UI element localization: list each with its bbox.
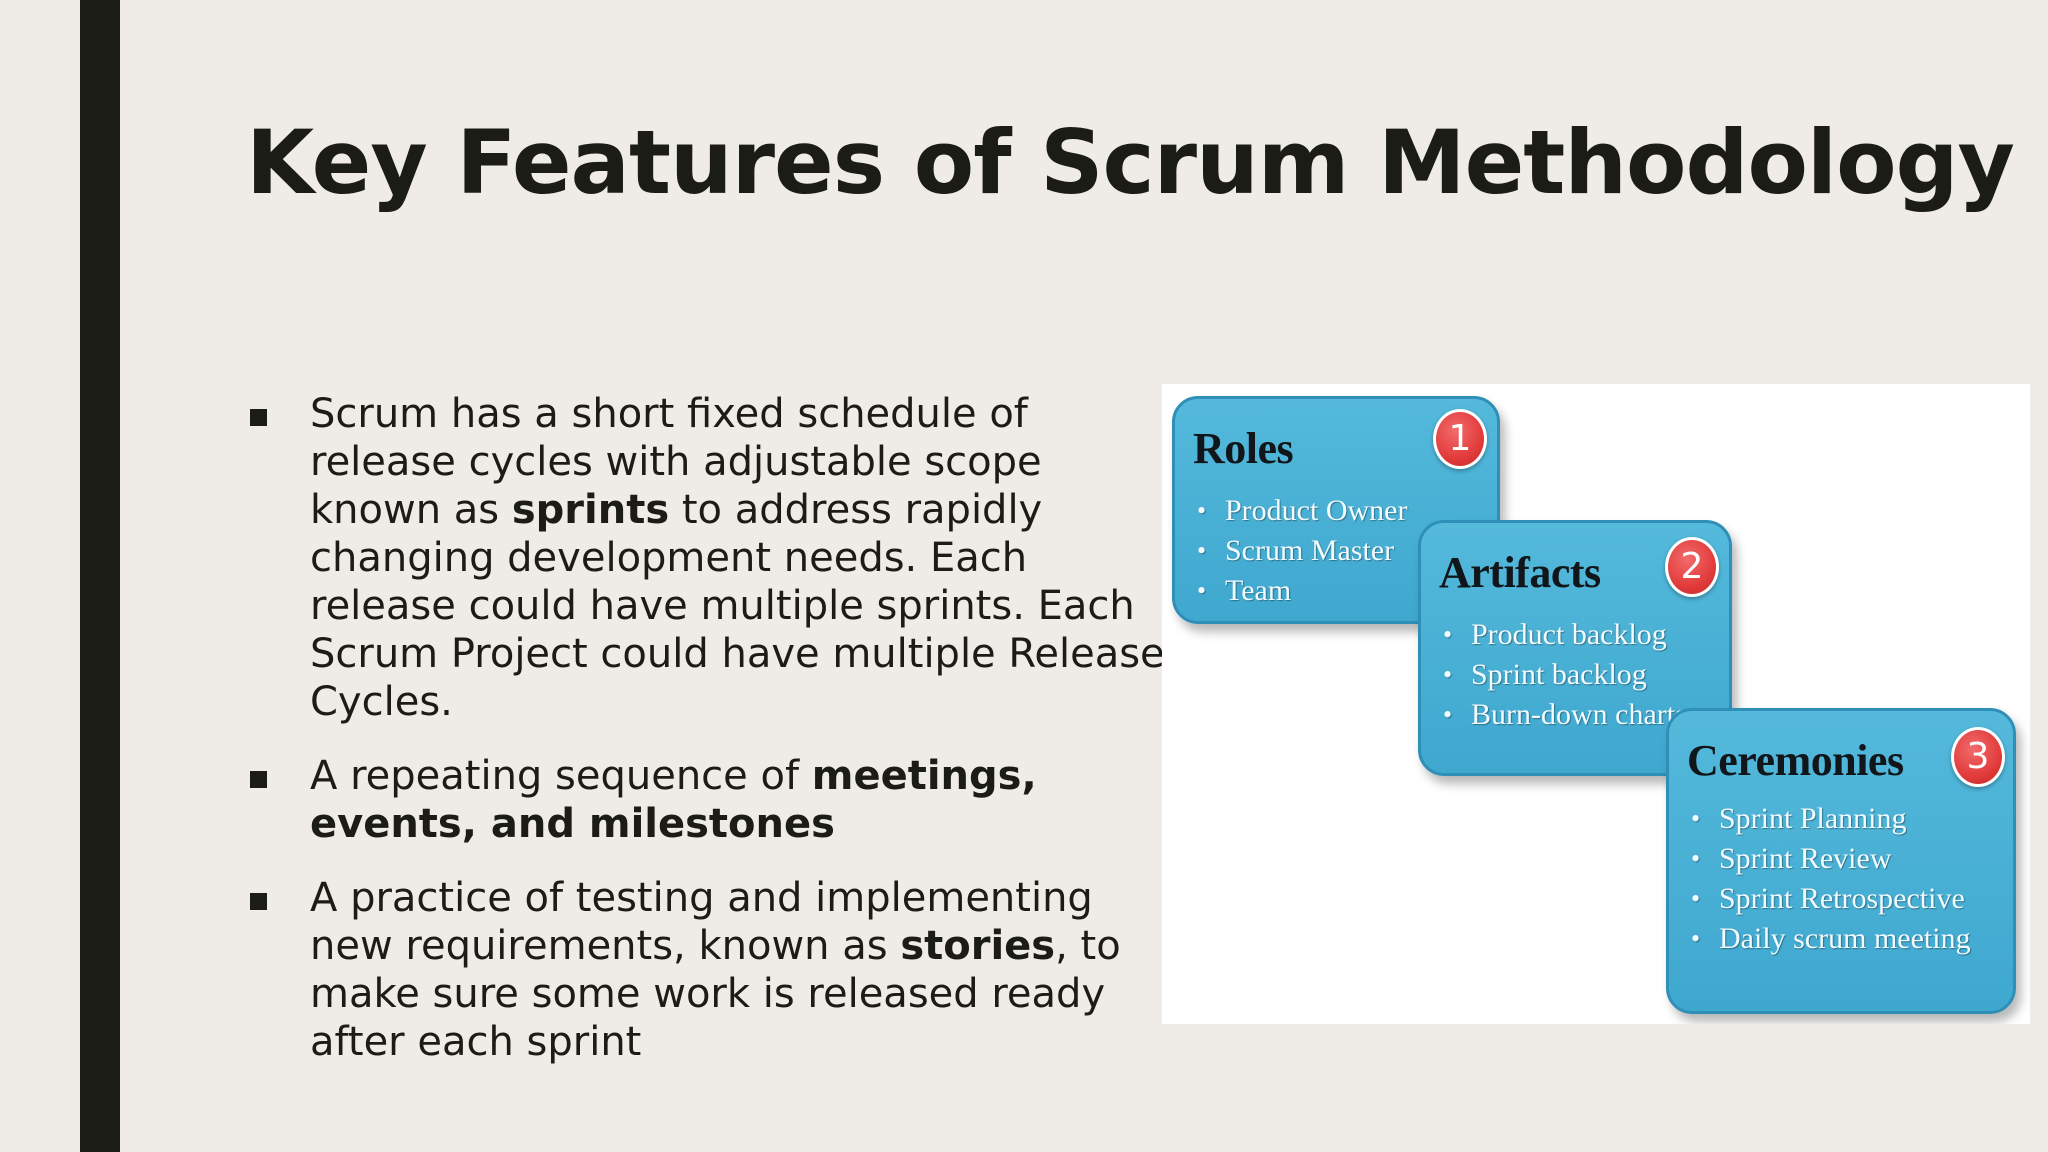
bullet-item-meetings: A repeating sequence of meetings, events… xyxy=(246,752,1166,848)
card-heading: Artifacts xyxy=(1439,548,1601,597)
card-item: Scrum Master xyxy=(1193,531,1407,571)
card-item: Sprint Review xyxy=(1687,839,1971,879)
bullet-text: A practice of testing and implementing n… xyxy=(310,875,1121,1065)
card-item-list: Product backlog Sprint backlog Burn-down… xyxy=(1439,615,1687,735)
number-badge: 3 xyxy=(1951,727,2005,787)
number-badge: 1 xyxy=(1433,409,1487,469)
card-heading: Ceremonies xyxy=(1687,736,1904,785)
ceremonies-card: Ceremonies Sprint Planning Sprint Review… xyxy=(1666,708,2016,1014)
bullet-item-stories: A practice of testing and implementing n… xyxy=(246,874,1166,1066)
slide-title: Key Features of Scrum Methodology xyxy=(246,111,2015,214)
card-item: Sprint Retrospective xyxy=(1687,879,1971,919)
square-bullet-icon xyxy=(250,409,267,426)
square-bullet-icon xyxy=(250,893,267,910)
bullet-text: Scrum has a short fixed schedule of rele… xyxy=(310,391,1165,725)
square-bullet-icon xyxy=(250,771,267,788)
card-item: Team xyxy=(1193,571,1407,611)
card-item: Product Owner xyxy=(1193,491,1407,531)
card-item-list: Product Owner Scrum Master Team xyxy=(1193,491,1407,611)
card-item: Daily scrum meeting xyxy=(1687,919,1971,959)
bold-term: meetings, events, and milestones xyxy=(310,753,1037,847)
bullet-list: Scrum has a short fixed schedule of rele… xyxy=(246,390,1166,1092)
card-item: Sprint backlog xyxy=(1439,655,1687,695)
card-item-list: Sprint Planning Sprint Review Sprint Ret… xyxy=(1687,799,1971,959)
card-item: Burn-down charts xyxy=(1439,695,1687,735)
number-badge: 2 xyxy=(1665,537,1719,597)
bold-term: stories xyxy=(900,923,1056,969)
card-item: Sprint Planning xyxy=(1687,799,1971,839)
bullet-item-sprints: Scrum has a short fixed schedule of rele… xyxy=(246,390,1166,726)
card-item: Product backlog xyxy=(1439,615,1687,655)
scrum-framework-diagram: Roles Product Owner Scrum Master Team 1 … xyxy=(1162,384,2030,1024)
bold-term: sprints xyxy=(511,487,670,533)
bullet-text: A repeating sequence of meetings, events… xyxy=(310,753,1037,847)
left-accent-bar xyxy=(80,0,120,1152)
card-heading: Roles xyxy=(1193,424,1294,473)
